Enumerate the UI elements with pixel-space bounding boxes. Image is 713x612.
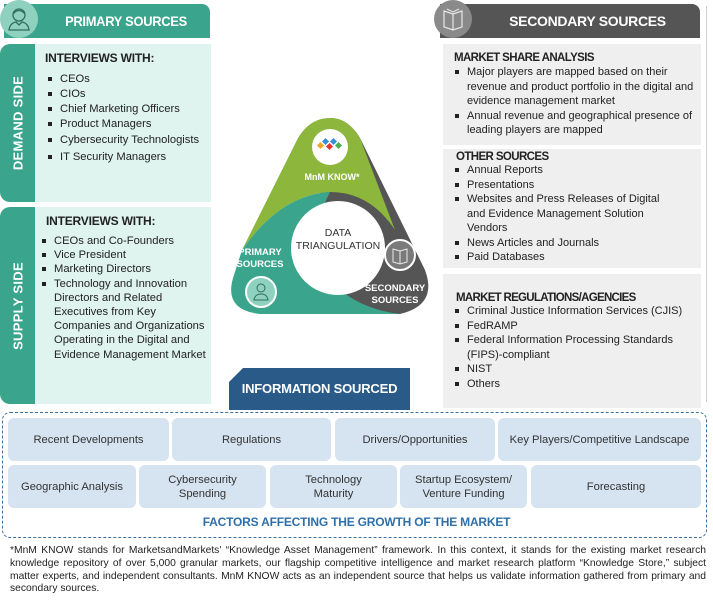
market-share-list: Major players are mapped based on their … — [453, 65, 695, 138]
primary-header-icon-circle — [0, 0, 38, 38]
factor-technology-maturity: Technology Maturity — [270, 465, 397, 508]
list-item: FedRAMP — [453, 319, 695, 334]
other-sources-list: Annual Reports Presentations Websites an… — [453, 163, 673, 265]
list-item: Marketing Directors — [40, 262, 212, 276]
supply-side-tab: SUPPLY SIDE — [0, 207, 35, 404]
primary-label-line1: PRIMARY — [238, 247, 282, 258]
factors-title: FACTORS AFFECTING THE GROWTH OF THE MARK… — [202, 515, 511, 529]
secondary-sources-title: SECONDARY SOURCES — [509, 13, 666, 29]
other-sources-box: OTHER SOURCES Annual Reports Presentatio… — [443, 149, 701, 268]
secondary-label-line1: SECONDARY — [365, 283, 426, 294]
factor-key-players: Key Players/Competitive Landscape — [498, 418, 701, 461]
list-item: Paid Databases — [453, 250, 673, 265]
mnm-logo-icon — [316, 137, 343, 151]
supply-interviews-title: INTERVIEWS WITH: — [46, 214, 156, 228]
factors-frame — [2, 412, 707, 538]
market-regulations-box: MARKET REGULATIONS/AGENCIES Criminal Jus… — [443, 274, 701, 408]
mnm-know-label: MnM KNOW* — [305, 172, 360, 182]
factor-regulations: Regulations — [172, 418, 331, 461]
demand-side-label: DEMAND SIDE — [10, 75, 25, 171]
center-label-line1: DATA — [325, 227, 351, 239]
secondary-header-icon-circle — [434, 0, 472, 38]
list-item: News Articles and Journals — [453, 236, 673, 251]
list-item: CEOs — [46, 72, 211, 87]
secondary-label-line2: SOURCES — [372, 295, 419, 306]
list-item: Technology and Innovation Directors and … — [40, 277, 212, 362]
factor-forecasting: Forecasting — [531, 465, 701, 508]
supply-side-label: SUPPLY SIDE — [10, 261, 25, 350]
demand-side-panel: INTERVIEWS WITH: CEOs CIOs Chief Marketi… — [35, 44, 211, 202]
list-item: Annual Reports — [453, 163, 673, 178]
market-regulations-title: MARKET REGULATIONS/AGENCIES — [456, 292, 636, 304]
demand-interviews-title: INTERVIEWS WITH: — [45, 51, 155, 65]
book-icon — [392, 248, 408, 265]
list-item: NIST — [453, 362, 695, 377]
divider — [706, 6, 707, 402]
footnote: *MnM KNOW stands for MarketsandMarkets' … — [10, 545, 706, 595]
supply-side-panel: INTERVIEWS WITH: CEOs and Co-Founders Vi… — [35, 207, 211, 404]
factor-geographic-analysis: Geographic Analysis — [8, 465, 136, 508]
information-sourced-tab — [229, 368, 410, 410]
data-triangulation-diagram: DATA TRIANGULATION MnM KNOW* PRIMARY SOU… — [231, 118, 429, 314]
market-share-title: MARKET SHARE ANALYSIS — [454, 52, 595, 64]
supply-interviews-list: CEOs and Co-Founders Vice President Mark… — [40, 234, 212, 362]
person-icon — [8, 8, 30, 31]
book-icon — [443, 8, 463, 31]
list-item: Criminal Justice Information Services (C… — [453, 304, 695, 319]
center-circle — [291, 201, 385, 295]
list-item: IT Security Managers — [46, 150, 211, 165]
list-item: Annual revenue and geographical presence… — [453, 109, 695, 138]
primary-label-line2: SOURCES — [237, 259, 284, 270]
information-sourced-title: INFORMATION SOURCED — [241, 381, 398, 396]
factor-startup-ecosystem: Startup Ecosystem/ Venture Funding — [400, 465, 527, 508]
list-item: CEOs and Co-Founders — [40, 234, 212, 248]
list-item: Websites and Press Releases of Digital a… — [453, 192, 673, 236]
secondary-sources-header — [440, 4, 700, 38]
list-item: Product Managers — [46, 117, 211, 132]
list-item: Major players are mapped based on their … — [453, 65, 695, 109]
demand-side-tab: DEMAND SIDE — [0, 44, 35, 202]
person-icon — [253, 283, 269, 301]
list-item: Others — [453, 377, 695, 392]
primary-sources-header — [4, 4, 210, 38]
factor-drivers-opportunities: Drivers/Opportunities — [335, 418, 495, 461]
market-share-analysis-box: MARKET SHARE ANALYSIS Major players are … — [443, 44, 701, 145]
list-item: CIOs — [46, 87, 211, 102]
primary-sources-title: PRIMARY SOURCES — [65, 13, 187, 29]
factor-cybersecurity-spending: Cybersecurity Spending — [139, 465, 266, 508]
list-item: Vice President — [40, 248, 212, 262]
mnm-know-segment — [242, 118, 395, 250]
list-item: Chief Marketing Officers — [46, 102, 211, 117]
list-item: Cybersecurity Technologists — [46, 133, 211, 148]
center-label-line2: TRIANGULATION — [296, 240, 380, 252]
other-sources-title: OTHER SOURCES — [456, 151, 549, 163]
demand-interviews-list: CEOs CIOs Chief Marketing Officers Produ… — [46, 72, 211, 165]
list-item: Presentations — [453, 178, 673, 193]
list-item: Federal Information Processing Standards… — [453, 333, 695, 362]
factor-recent-developments: Recent Developments — [8, 418, 169, 461]
market-regulations-list: Criminal Justice Information Services (C… — [453, 304, 695, 391]
